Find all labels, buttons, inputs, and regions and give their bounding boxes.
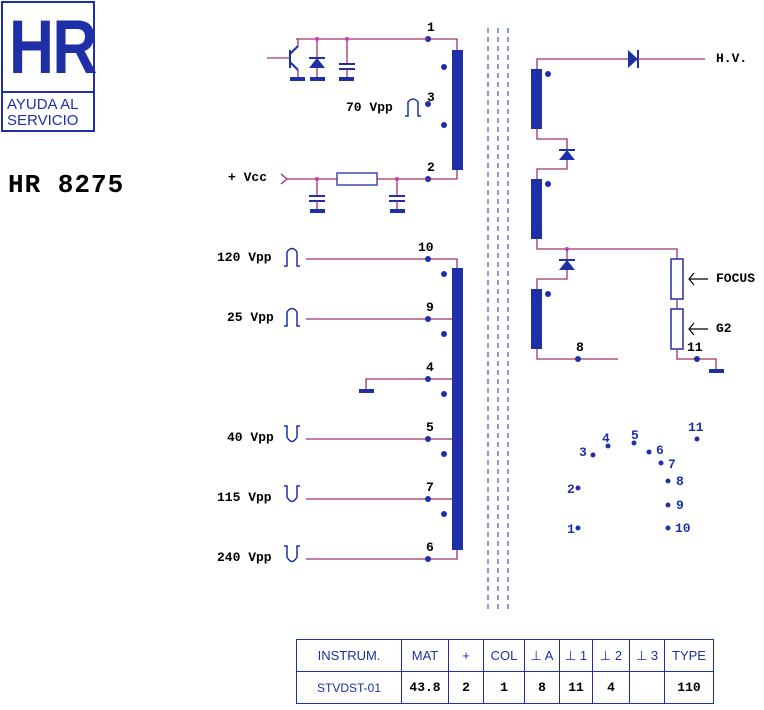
pin-3-label: 3 (427, 90, 435, 105)
spec-header-row: INSTRUM. MAT + COL ⊥ A ⊥ 1 ⊥ 2 ⊥ 3 TYPE (296, 639, 714, 672)
pin-5-label: 5 (426, 420, 434, 435)
value-gnd-a: 8 (524, 671, 560, 704)
pulse-120-icon (284, 247, 300, 267)
pinout-2: 2 (567, 482, 575, 497)
spec-value-row: STVDST-01 43.8 2 1 8 11 4 110 (296, 671, 714, 704)
pin-1-label: 1 (427, 20, 435, 35)
pin-6-label: 6 (426, 540, 434, 555)
value-plus: 2 (448, 671, 484, 704)
vpp-240-label: 240 Vpp (217, 550, 272, 565)
pinout-diagram: 3 4 5 6 7 8 9 10 11 2 1 (567, 420, 704, 537)
pinout-7: 7 (668, 457, 676, 472)
header-gnd-1: ⊥ 1 (559, 639, 593, 672)
pulse-70-icon (405, 98, 421, 117)
logo-tagline: AYUDA AL SERVICIO (7, 97, 93, 129)
vcc-label: + Vcc (228, 170, 267, 185)
pin-10-label: 10 (418, 240, 434, 255)
vpp-120-label: 120 Vpp (217, 250, 272, 265)
secondary-winding: 10 9 4 5 7 6 120 Vpp 25 Vpp 40 Vpp 115 V… (217, 240, 463, 565)
primary-switch-network (267, 37, 428, 81)
value-col: 1 (483, 671, 525, 704)
header-col: COL (483, 639, 525, 672)
model-number: HR 8275 (8, 170, 125, 200)
header-gnd-2: ⊥ 2 (592, 639, 630, 672)
value-gnd-1: 11 (559, 671, 593, 704)
pulse-25-icon (284, 307, 300, 327)
transformer-core (487, 28, 509, 610)
header-type: TYPE (664, 639, 714, 672)
pin-2-label: 2 (427, 160, 435, 175)
pulse-115-icon (284, 485, 300, 503)
hv-label: H.V. (716, 51, 747, 66)
spec-table: INSTRUM. MAT + COL ⊥ A ⊥ 1 ⊥ 2 ⊥ 3 TYPE … (296, 639, 714, 704)
pin-8-label: 8 (576, 340, 584, 355)
pinout-1: 1 (567, 522, 575, 537)
pinout-10: 10 (675, 521, 691, 536)
hv-section: H.V. 8 11 FOCUS G2 (531, 50, 755, 373)
vcc-input-network: + Vcc (228, 170, 428, 213)
pinout-8: 8 (676, 474, 684, 489)
header-plus: + (448, 639, 484, 672)
pin-4-label: 4 (426, 360, 434, 375)
hr-logo: HR AYUDA AL SERVICIO (1, 1, 97, 132)
vpp-70-label: 70 Vpp (346, 100, 393, 115)
logo-line-2: SERVICIO (7, 112, 79, 129)
header-mat: MAT (401, 639, 449, 672)
pinout-4: 4 (602, 431, 610, 446)
logo-divider (3, 91, 93, 93)
pin-11-label: 11 (687, 340, 703, 355)
pulse-40-icon (284, 425, 300, 443)
value-mat: 43.8 (401, 671, 449, 704)
pinout-3: 3 (579, 445, 587, 460)
g2-label: G2 (716, 321, 732, 336)
primary-winding: 1 3 2 70 Vpp (346, 20, 463, 182)
vpp-115-label: 115 Vpp (217, 490, 272, 505)
header-gnd-3: ⊥ 3 (629, 639, 665, 672)
focus-label: FOCUS (716, 271, 755, 286)
pinout-11: 11 (688, 420, 704, 435)
pin-7-label: 7 (426, 480, 434, 495)
logo-line-1: AYUDA AL (7, 96, 79, 113)
value-instrum: STVDST-01 (296, 671, 402, 704)
header-gnd-a: ⊥ A (524, 639, 560, 672)
value-gnd-3 (629, 671, 665, 704)
pulse-240-icon (284, 545, 300, 563)
pinout-9: 9 (676, 498, 684, 513)
pin-9-label: 9 (426, 300, 434, 315)
vpp-40-label: 40 Vpp (227, 430, 274, 445)
value-type: 110 (664, 671, 714, 704)
pinout-6: 6 (656, 443, 664, 458)
value-gnd-2: 4 (592, 671, 630, 704)
header-instrum: INSTRUM. (296, 639, 402, 672)
pinout-5: 5 (631, 428, 639, 443)
vpp-25-label: 25 Vpp (227, 310, 274, 325)
